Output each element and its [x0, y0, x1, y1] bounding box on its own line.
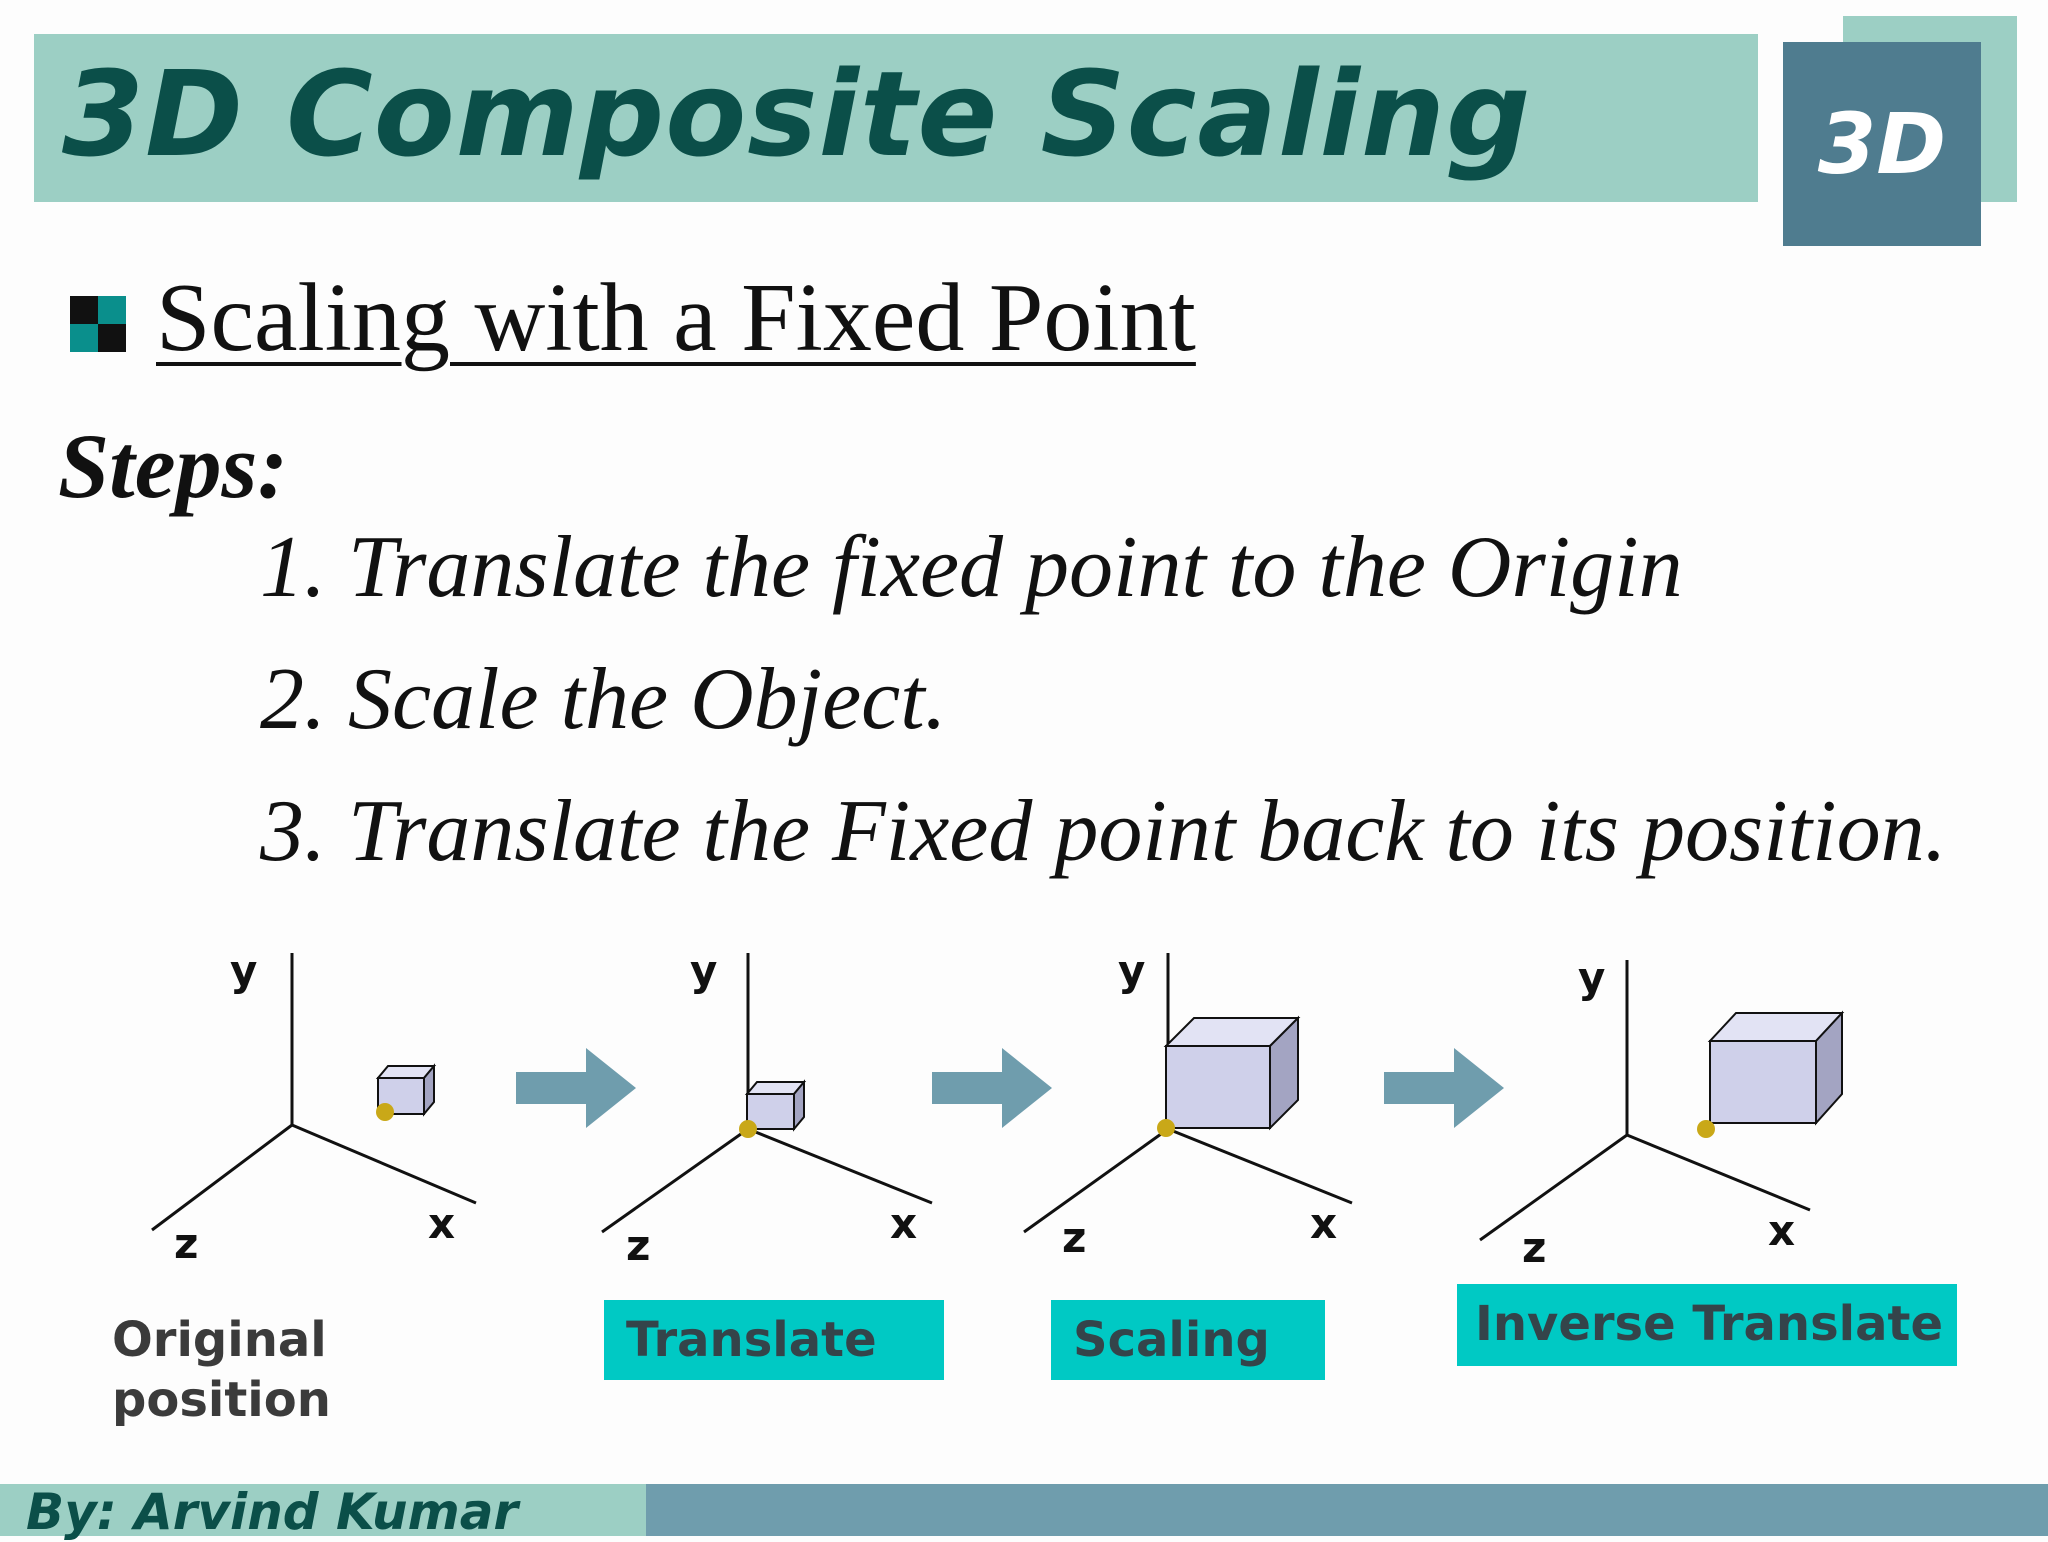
- y-axis-label: y: [690, 946, 717, 995]
- footer-author-band: [0, 1484, 646, 1536]
- section-subtitle: Scaling with a Fixed Point: [156, 264, 1196, 372]
- fixed-point: [376, 1103, 394, 1121]
- x-axis-label: x: [1768, 1206, 1795, 1255]
- right-arrow-icon: [932, 1048, 1052, 1128]
- right-arrow-icon: [1384, 1048, 1504, 1128]
- panel-scaling: y x z: [1023, 946, 1353, 1262]
- caption-translate: Translate: [604, 1300, 944, 1380]
- y-axis-label: y: [230, 946, 257, 995]
- panel-translate: y x z: [601, 946, 933, 1270]
- fixed-point: [1157, 1119, 1175, 1137]
- x-axis-label: x: [428, 1199, 455, 1248]
- panel-original: y x z: [151, 946, 477, 1268]
- caption-original-position: Original position: [112, 1312, 331, 1428]
- footer-author: By: Arvind Kumar: [26, 1483, 519, 1541]
- large-cube: [1163, 1015, 1301, 1131]
- badge-3d: 3D: [1783, 42, 1981, 246]
- y-axis-label: y: [1118, 946, 1145, 995]
- z-axis-label: z: [174, 1219, 198, 1268]
- step-item-3: 3. Translate the Fixed point back to its…: [260, 783, 1947, 880]
- steps-heading: Steps:: [58, 415, 288, 517]
- caption-scaling: Scaling: [1051, 1300, 1325, 1380]
- y-axis-label: y: [1578, 953, 1605, 1002]
- small-cube: [744, 1079, 807, 1132]
- fixed-point: [739, 1120, 757, 1138]
- x-axis-label: x: [1310, 1199, 1337, 1248]
- slide-title: 3D Composite Scaling: [62, 45, 1532, 183]
- badge-label: 3D: [1817, 95, 1947, 193]
- caption-inverse-translate: Inverse Translate: [1457, 1284, 1957, 1366]
- z-axis-label: z: [626, 1221, 650, 1270]
- large-cube: [1707, 1010, 1845, 1126]
- right-arrow-icon: [516, 1048, 636, 1128]
- z-axis-label: z: [1062, 1213, 1086, 1262]
- panel-inverse-translate: y x z: [1479, 953, 1845, 1272]
- step-item-1: 1. Translate the fixed point to the Orig…: [260, 519, 1683, 616]
- fixed-point: [1697, 1120, 1715, 1138]
- square-bullet-icon: [70, 296, 126, 352]
- x-axis-label: x: [890, 1199, 917, 1248]
- step-item-2: 2. Scale the Object.: [260, 651, 947, 748]
- z-axis-label: z: [1522, 1223, 1546, 1272]
- title-band: [34, 34, 1758, 202]
